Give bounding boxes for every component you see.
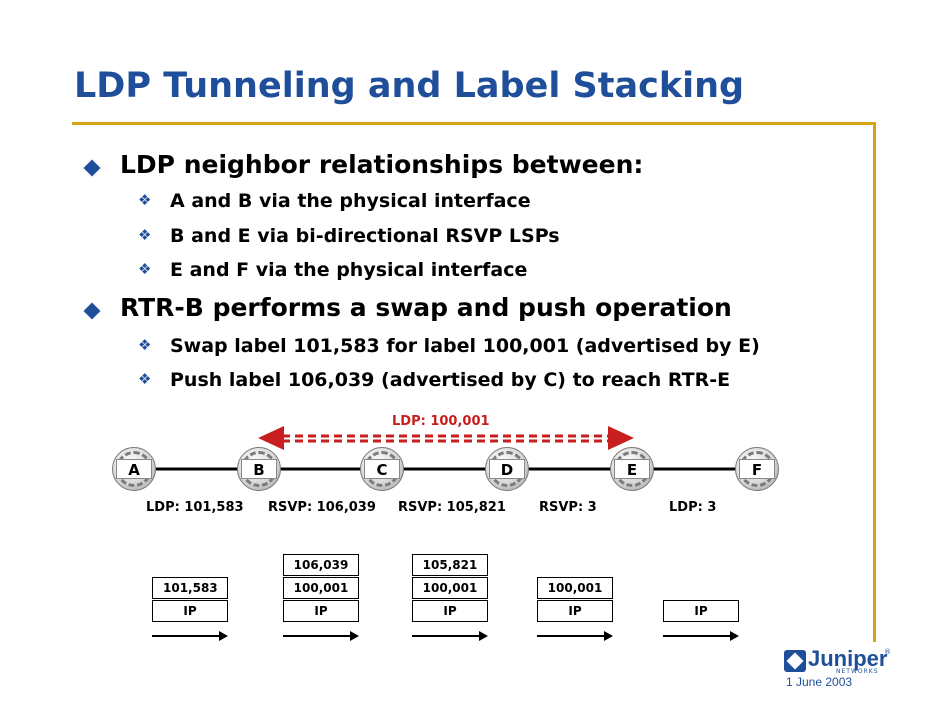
segment-label-d-e: RSVP: 3 [539,500,597,515]
sub-bullet-icon: ❖ [138,191,152,209]
sub-bullet-icon: ❖ [138,336,152,354]
stack-2-label-2: 100,001 [283,577,359,599]
segment-label-e-f: LDP: 3 [669,500,717,515]
logo-subtext: NETWORKS [836,668,879,675]
slide-date: 1 June 2003 [786,675,853,689]
diamond-bullet-icon [83,302,101,320]
sub-bullet-icon: ❖ [138,260,152,278]
stack-3-label-2: 100,001 [412,577,488,599]
router-f-label: F [739,459,775,479]
right-divider [873,122,876,642]
stack-3-label-1: 105,821 [412,554,488,576]
stack-1-label-1: 101,583 [152,577,228,599]
bullet-main-2-text: RTR-B performs a swap and push operation [120,293,732,322]
bullet-sub-1-1-text: A and B via the physical interface [170,190,531,212]
bullet-main-1-text: LDP neighbor relationships between: [120,150,644,179]
router-b-label: B [241,459,277,479]
stack-2-label-1: 106,039 [283,554,359,576]
stack-3-ip: IP [412,600,488,622]
ldp-tunnel-label: LDP: 100,001 [392,414,490,429]
bullet-sub-2-1-text: Swap label 101,583 for label 100,001 (ad… [170,335,760,357]
router-c-label: C [364,459,400,479]
stack-1-ip: IP [152,600,228,622]
bullet-sub-2-2-text: Push label 106,039 (advertised by C) to … [170,369,731,391]
router-e-label: E [614,459,650,479]
stack-1-direction-arrow-icon [152,631,228,641]
logo-wordmark: Juniper [808,646,888,671]
router-d-label: D [489,459,525,479]
router-a-label: A [116,459,152,479]
juniper-logo: Juniper NETWORKS ® [784,646,891,676]
sub-bullet-icon: ❖ [138,370,152,388]
stack-2-direction-arrow-icon [283,631,359,641]
stack-2-ip: IP [283,600,359,622]
diamond-bullet-icon [83,159,101,177]
bullet-sub-1-3-text: E and F via the physical interface [170,259,528,281]
stack-4-direction-arrow-icon [537,631,613,641]
stack-5-ip: IP [663,600,739,622]
stack-3-direction-arrow-icon [412,631,488,641]
stack-4-label-1: 100,001 [537,577,613,599]
stack-4-ip: IP [537,600,613,622]
title-divider [72,122,876,125]
segment-label-b-c: RSVP: 106,039 [268,500,376,515]
bullet-sub-1-2-text: B and E via bi-directional RSVP LSPs [170,225,560,247]
segment-label-a-b: LDP: 101,583 [146,500,244,515]
sub-bullet-icon: ❖ [138,226,152,244]
registered-mark: ® [884,648,891,656]
slide-title: LDP Tunneling and Label Stacking [74,66,745,106]
stack-5-direction-arrow-icon [663,631,739,641]
segment-label-c-d: RSVP: 105,821 [398,500,506,515]
juniper-leaf-icon [784,650,806,672]
